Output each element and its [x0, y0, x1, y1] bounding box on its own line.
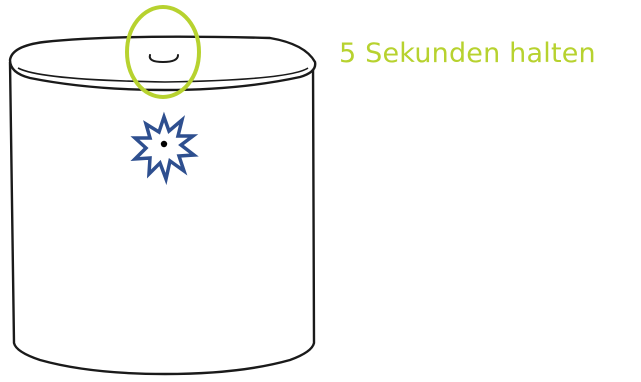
flash-dot	[161, 141, 167, 147]
instruction-label: 5 Sekunden halten	[339, 36, 596, 72]
device-body	[10, 37, 315, 374]
device-side-outline	[10, 60, 314, 374]
